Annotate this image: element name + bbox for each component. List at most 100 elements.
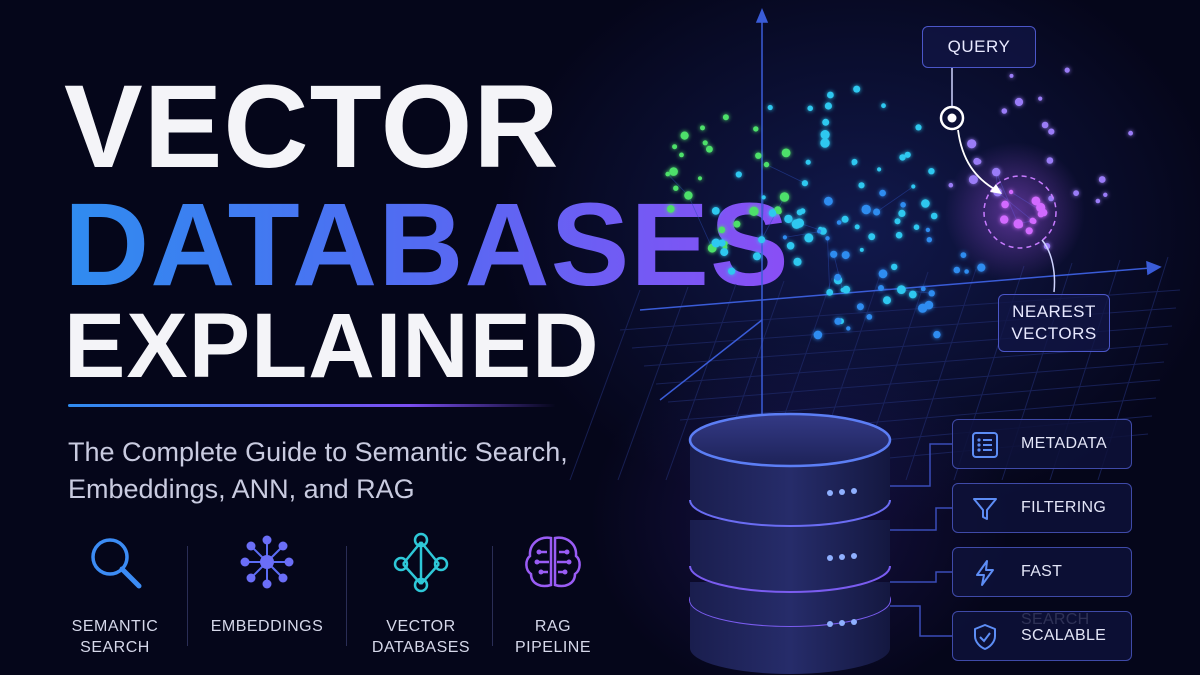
vector-point	[827, 91, 834, 99]
point-edge	[667, 173, 689, 196]
vector-point	[735, 171, 742, 178]
vector-point	[1014, 97, 1024, 107]
vector-point	[859, 247, 864, 252]
vector-point	[881, 103, 886, 109]
title-divider	[68, 404, 556, 407]
vector-point	[948, 182, 954, 188]
vector-point	[755, 152, 762, 159]
vector-point	[761, 195, 766, 200]
vector-point	[846, 326, 851, 331]
list-icon	[972, 432, 998, 458]
vector-point	[841, 215, 849, 223]
nearest-vectors-line-2: VECTORS	[1011, 324, 1097, 343]
vector-point	[733, 220, 741, 228]
feature-label-line-1: VECTOR	[386, 618, 456, 635]
point-edge	[761, 196, 785, 240]
vector-point	[834, 317, 842, 325]
nearest-vectors-label: NEAREST VECTORS	[998, 294, 1110, 352]
vector-point	[879, 189, 886, 197]
vector-point	[1031, 196, 1041, 206]
vector-point	[841, 251, 850, 260]
vector-point	[1103, 192, 1108, 197]
vector-point	[805, 159, 811, 165]
feature-label-line-2: PIPELINE	[514, 639, 592, 656]
feature-semantic-search: SEMANTIC SEARCH	[40, 530, 190, 658]
vector-point	[1031, 218, 1037, 224]
vector-point	[673, 185, 679, 191]
vector-point	[749, 206, 759, 216]
vector-point	[924, 201, 930, 207]
network-nodes-icon	[240, 535, 294, 589]
vector-point	[840, 287, 845, 293]
vector-point	[1009, 73, 1014, 78]
grid-line	[569, 289, 641, 481]
vector-point	[722, 114, 729, 121]
vector-point	[853, 85, 861, 93]
grid-line	[667, 361, 1165, 403]
vector-point	[680, 131, 689, 140]
vector-point	[706, 145, 713, 153]
vector-point	[878, 269, 888, 279]
feature-separator	[492, 546, 493, 646]
vector-point	[836, 220, 842, 225]
vector-point	[873, 208, 881, 216]
point-edge	[688, 195, 713, 249]
vector-point	[877, 167, 882, 172]
vector-point	[913, 224, 920, 230]
vector-point	[898, 209, 906, 217]
nearest-connector	[1041, 239, 1056, 293]
vector-point	[665, 171, 670, 177]
vector-point	[897, 285, 906, 294]
vector-point	[702, 140, 708, 146]
vector-point	[920, 286, 926, 292]
query-arrow-head	[990, 184, 1002, 194]
vector-point	[908, 290, 917, 299]
vector-point	[1013, 219, 1023, 229]
db-feature-metadata: METADATA	[952, 419, 1132, 469]
vector-point	[1008, 189, 1014, 195]
grid-line	[679, 379, 1161, 421]
vector-point	[786, 242, 795, 250]
feature-label-line-2: SEARCH	[80, 639, 150, 656]
vector-point	[1098, 176, 1106, 183]
grid-line	[665, 283, 737, 481]
vector-point	[878, 285, 884, 291]
nearest-vectors-line-1: NEAREST	[1012, 302, 1096, 321]
point-edge	[761, 197, 765, 240]
vector-point	[1038, 96, 1043, 101]
vector-point	[779, 192, 790, 202]
vector-point	[1001, 108, 1008, 114]
vector-point	[667, 205, 675, 213]
db-feature-filtering: FILTERING	[952, 483, 1132, 533]
title-line-explained: EXPLAINED	[64, 295, 600, 397]
db-feature-fast-search: FAST SEARCH	[952, 547, 1132, 628]
vector-point	[700, 125, 705, 131]
vector-point	[891, 263, 898, 271]
vector-point	[669, 167, 678, 176]
vector-point	[776, 208, 782, 215]
vector-point	[899, 154, 906, 161]
vector-point	[830, 250, 838, 258]
vector-point	[1041, 121, 1049, 129]
db-feature-label: SCALABLE	[1021, 627, 1107, 644]
feature-label-line-1: EMBEDDINGS	[210, 618, 324, 635]
vector-point	[904, 151, 911, 158]
vector-point	[894, 218, 901, 225]
vector-point	[679, 152, 684, 158]
vector-point	[928, 168, 935, 175]
vector-point	[768, 209, 777, 217]
vector-point	[1128, 130, 1133, 136]
vector-point	[801, 180, 809, 187]
vector-points	[665, 67, 1133, 340]
point-edge	[880, 287, 932, 294]
grid-line	[617, 286, 689, 481]
vector-point	[851, 158, 858, 165]
vector-point	[1001, 200, 1009, 209]
feature-embeddings: EMBEDDINGS	[192, 530, 342, 637]
vector-point	[711, 207, 720, 215]
vector-point	[933, 330, 941, 339]
vector-point	[992, 167, 1001, 177]
vector-point	[711, 238, 721, 248]
vector-point	[928, 290, 935, 297]
